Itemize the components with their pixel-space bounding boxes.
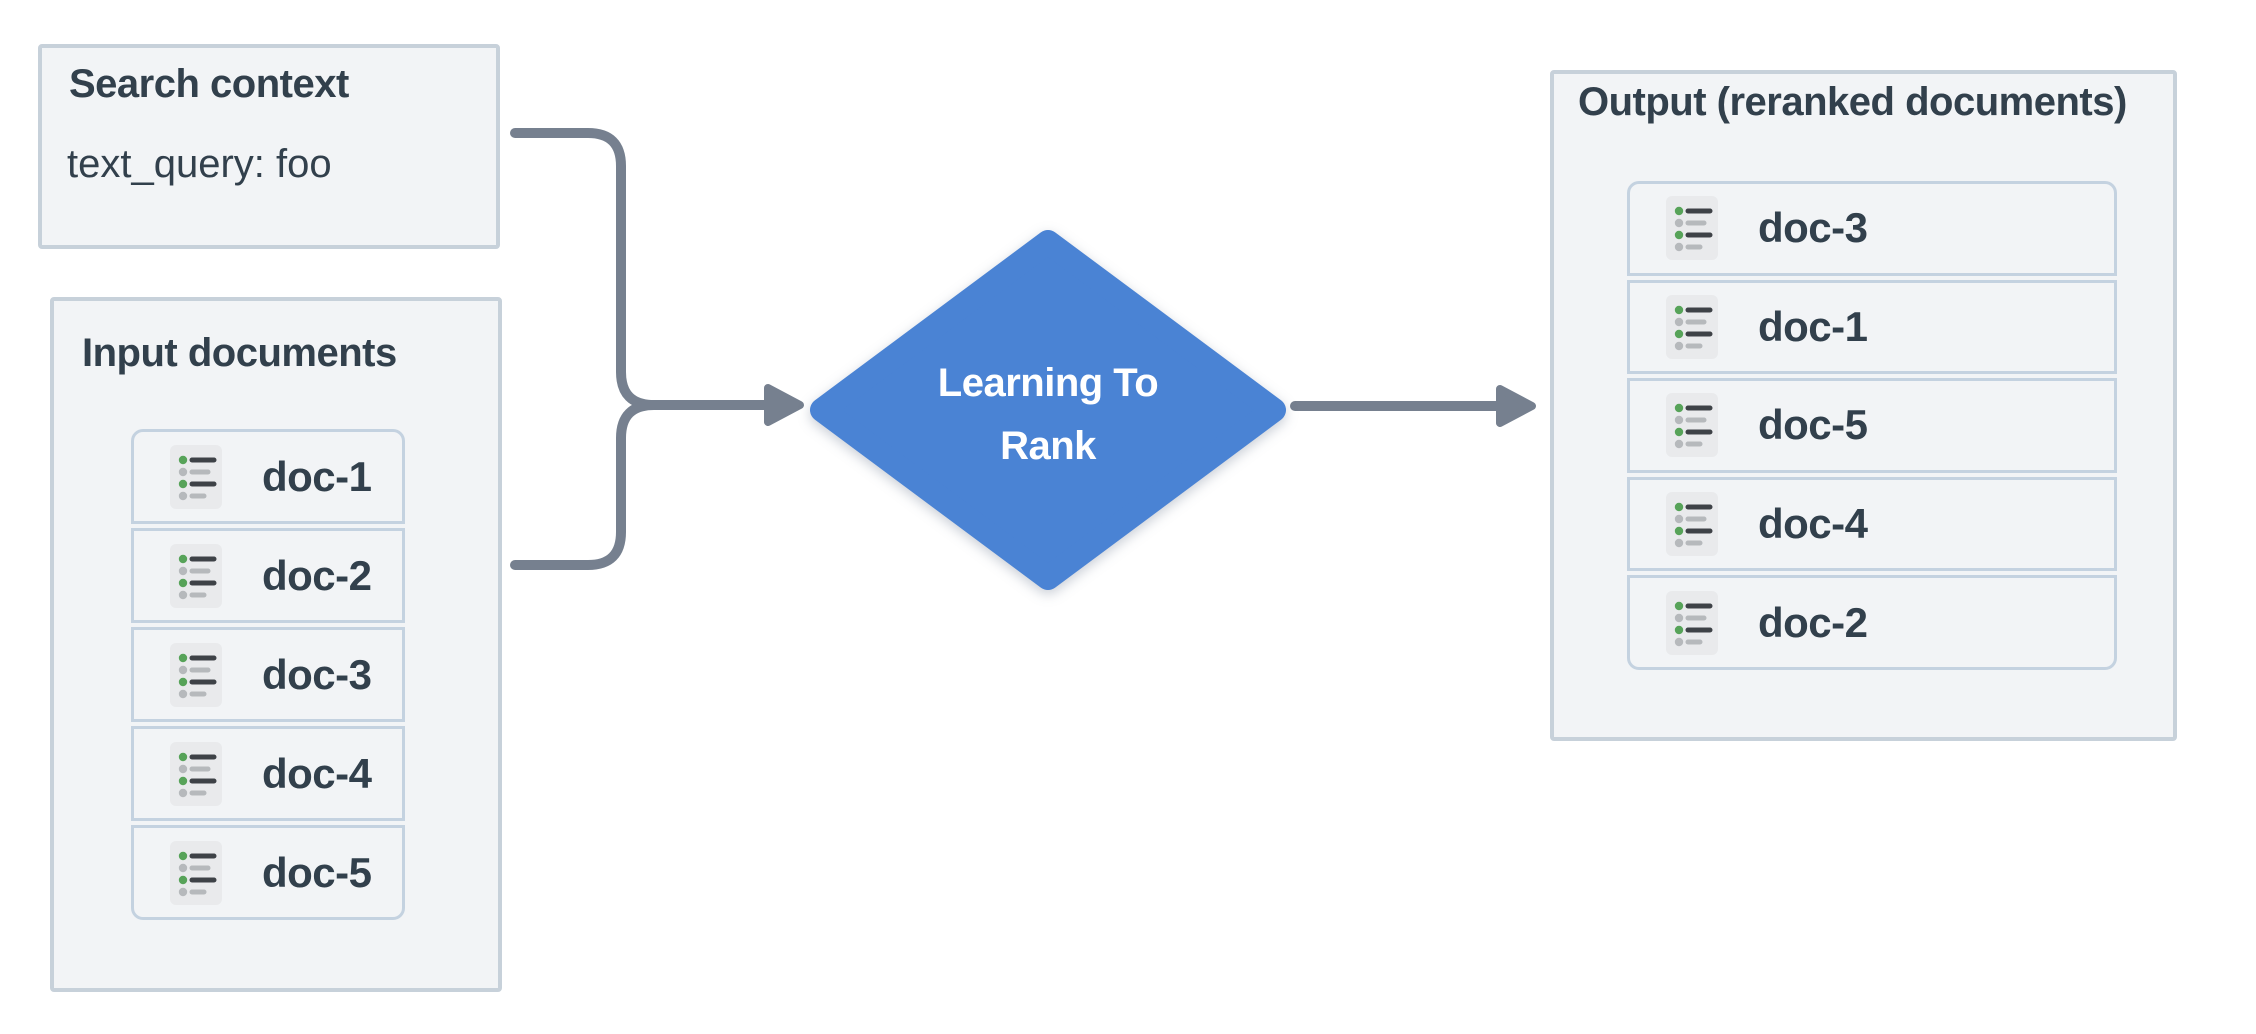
- input-doc-list: doc-1 doc-2 doc-3: [131, 429, 405, 920]
- list-icon: [1666, 393, 1718, 458]
- doc-list-item: doc-1: [131, 429, 405, 524]
- doc-list-item: doc-2: [131, 528, 405, 623]
- edge-search-to-ltr: [510, 128, 769, 410]
- doc-list-item: doc-3: [1627, 181, 2117, 276]
- arrowhead-into-diamond: [764, 384, 804, 426]
- list-icon: [1666, 294, 1718, 359]
- doc-label: doc-3: [262, 650, 372, 698]
- output-title: Output (reranked documents): [1578, 80, 2127, 124]
- list-icon: [170, 444, 222, 509]
- list-icon: [170, 741, 222, 806]
- arrowhead-into-output: [1496, 385, 1536, 427]
- output-doc-list: doc-3 doc-1 doc-5: [1627, 181, 2117, 670]
- edge-input-to-ltr: [510, 400, 769, 570]
- learning-to-rank-diamond: [810, 230, 1286, 590]
- list-icon: [1666, 590, 1718, 655]
- doc-label: doc-3: [1758, 204, 1868, 252]
- doc-list-item: doc-4: [1627, 476, 2117, 572]
- list-icon: [1666, 196, 1718, 261]
- learning-to-rank-label: Learning To Rank: [848, 352, 1248, 478]
- list-icon: [1666, 492, 1718, 557]
- list-icon: [170, 642, 222, 707]
- search-context-box: [38, 44, 500, 249]
- doc-list-item: doc-5: [1627, 378, 2117, 473]
- doc-label: doc-1: [262, 452, 372, 500]
- input-documents-title: Input documents: [82, 331, 397, 375]
- list-icon: [170, 543, 222, 608]
- search-context-title: Search context: [69, 62, 349, 106]
- doc-label: doc-2: [262, 551, 372, 599]
- doc-label: doc-4: [262, 749, 372, 797]
- doc-label: doc-4: [1758, 500, 1868, 548]
- doc-label: doc-5: [262, 848, 372, 896]
- doc-label: doc-1: [1758, 302, 1868, 350]
- doc-list-item: doc-2: [1627, 575, 2117, 670]
- doc-list-item: doc-1: [1627, 279, 2117, 375]
- doc-label: doc-5: [1758, 401, 1868, 449]
- ltr-label-line2: Rank: [1000, 424, 1096, 468]
- ltr-label-line1: Learning To: [937, 361, 1159, 405]
- search-context-query-text: text_query: foo: [67, 142, 332, 186]
- doc-label: doc-2: [1758, 598, 1868, 646]
- doc-list-item: doc-4: [131, 726, 405, 821]
- doc-list-item: doc-3: [131, 627, 405, 722]
- doc-list-item: doc-5: [131, 825, 405, 920]
- list-icon: [170, 840, 222, 905]
